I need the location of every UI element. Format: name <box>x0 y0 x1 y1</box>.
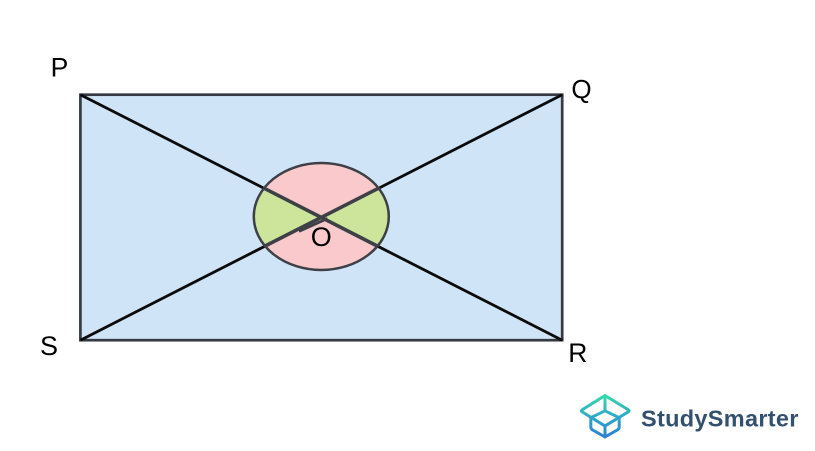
svg-text:Q: Q <box>571 74 591 104</box>
svg-text:P: P <box>51 53 69 83</box>
svg-text:R: R <box>568 338 587 368</box>
svg-text:O: O <box>311 222 332 252</box>
svg-text:StudySmarter: StudySmarter <box>641 406 799 432</box>
svg-text:S: S <box>40 331 58 361</box>
